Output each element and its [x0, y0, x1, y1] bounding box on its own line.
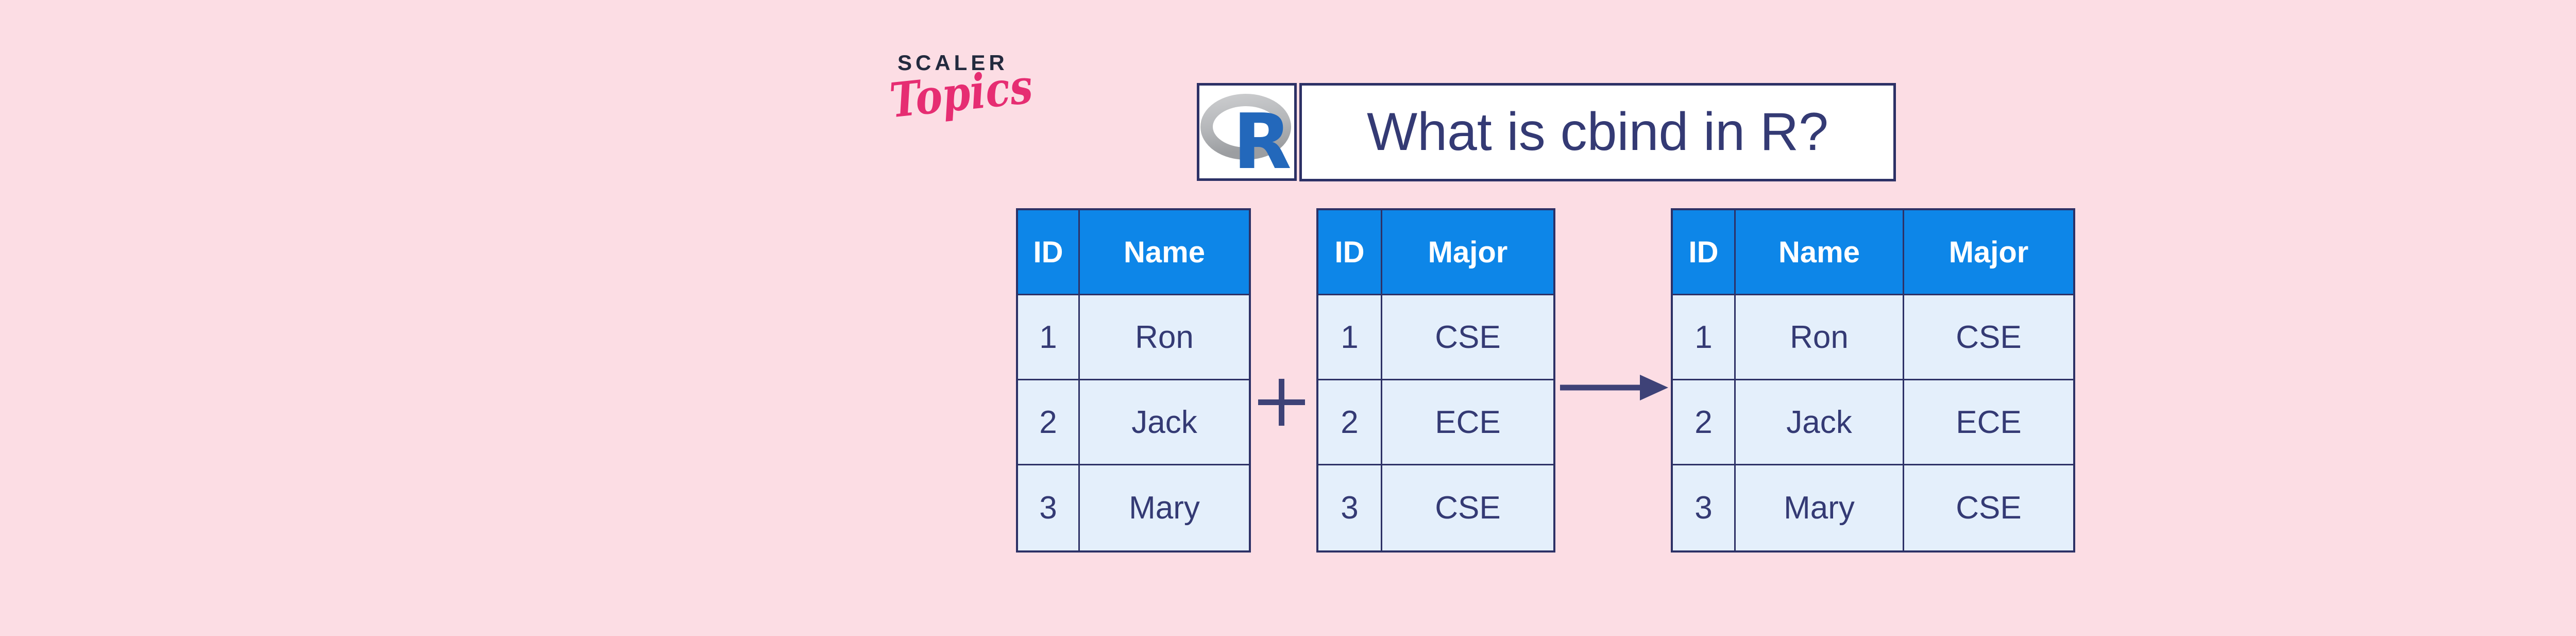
body-cell: 3 — [1318, 465, 1382, 550]
body-cell: ECE — [1382, 380, 1553, 465]
body-cell: ECE — [1904, 380, 2073, 465]
r-logo-letter: R — [1233, 97, 1292, 178]
title-box: What is cbind in R? — [1299, 83, 1896, 181]
body-cell: CSE — [1382, 295, 1553, 380]
body-cell: 2 — [1673, 380, 1736, 465]
body-cell: Jack — [1080, 380, 1249, 465]
body-cell: 3 — [1673, 465, 1736, 550]
scaler-topics-logo: SCALER Topics — [886, 46, 1041, 160]
body-cell: Jack — [1736, 380, 1904, 465]
r-language-logo-icon: R — [1200, 94, 1292, 178]
body-cell: Ron — [1080, 295, 1249, 380]
body-cell: 1 — [1673, 295, 1736, 380]
arrow-right-icon — [1560, 375, 1668, 400]
header-cell: Major — [1382, 210, 1553, 295]
body-cell: Mary — [1080, 465, 1249, 550]
body-cell: CSE — [1904, 295, 2073, 380]
body-cell: Ron — [1736, 295, 1904, 380]
header-cell: Major — [1904, 210, 2073, 295]
body-cell: 2 — [1018, 380, 1080, 465]
header-cell: Name — [1736, 210, 1904, 295]
plus-icon — [1258, 379, 1305, 426]
plus-vertical-bar — [1279, 379, 1284, 426]
body-cell: CSE — [1382, 465, 1553, 550]
body-cell: 1 — [1018, 295, 1080, 380]
page-title: What is cbind in R? — [1367, 102, 1828, 162]
body-cell: 1 — [1318, 295, 1382, 380]
header-cell: ID — [1673, 210, 1736, 295]
body-cell: Mary — [1736, 465, 1904, 550]
body-cell: 3 — [1018, 465, 1080, 550]
header-cell: Name — [1080, 210, 1249, 295]
body-cell: CSE — [1904, 465, 2073, 550]
r-logo-box: R — [1197, 83, 1297, 181]
header-cell: ID — [1018, 210, 1080, 295]
scaler-wordmark: SCALER — [897, 51, 1008, 75]
body-cell: 2 — [1318, 380, 1382, 465]
header-cell: ID — [1318, 210, 1382, 295]
r-logo-ring — [1200, 94, 1291, 160]
